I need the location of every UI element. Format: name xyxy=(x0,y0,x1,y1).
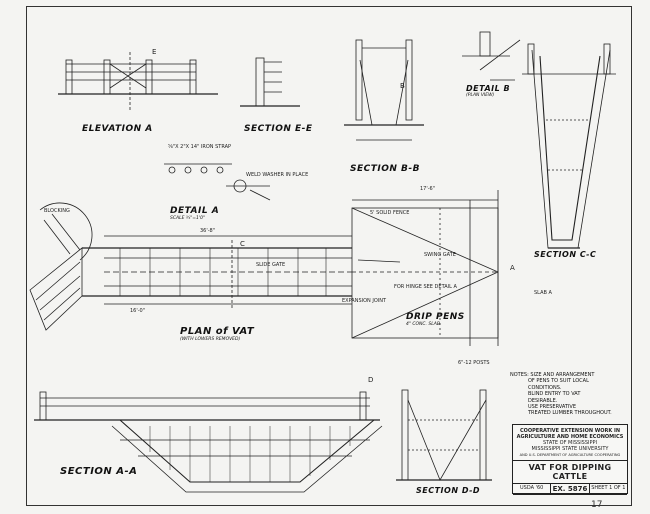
detail-a-title: DETAIL A SCALE ¾"=1'0" xyxy=(170,206,219,221)
section-c-c-title: SECTION C-C xyxy=(534,250,597,259)
title-block-line2: STATE OF MISSISSIPPI xyxy=(542,440,597,446)
drawing-sheet-border xyxy=(26,6,632,506)
detail-b-label: DETAIL B xyxy=(466,84,511,93)
note-line: NOTES: SIZE AND ARRANGEMENT xyxy=(510,372,595,378)
hinge-note: FOR HINGE SEE DETAIL A xyxy=(394,284,457,290)
dim-17-6: 17'-6" xyxy=(420,186,436,192)
section-a-a-title: SECTION A-A xyxy=(60,466,138,477)
drip-pens-title: DRIP PENS 4" CONC. SLAB xyxy=(406,312,465,327)
expansion-joint-note: EXPANSION JOINT xyxy=(342,298,387,304)
title-block-header: COOPERATIVE EXTENSION WORK IN xyxy=(519,428,621,434)
elevation-a-title: ELEVATION A xyxy=(82,124,153,134)
general-notes: NOTES: SIZE AND ARRANGEMENT OF PENS TO S… xyxy=(510,372,622,417)
plan-of-vat-label: PLAN of VAT xyxy=(180,326,255,337)
plan-of-vat-drawing xyxy=(29,190,499,346)
solid-fence-note: 5' SOLID FENCE xyxy=(370,210,410,216)
detail-b-drawing xyxy=(462,31,521,81)
title-block: COOPERATIVE EXTENSION WORK IN AGRICULTUR… xyxy=(512,424,628,495)
detail-a-drawing xyxy=(164,163,271,201)
section-c-c-drawing xyxy=(522,43,616,249)
posts-note: 6"-12 POSTS xyxy=(458,360,490,366)
iron-strap-note: ⅝"x 2"x 14" IRON STRAP xyxy=(168,144,232,150)
section-d-d-title: SECTION D-D xyxy=(416,486,481,495)
detail-a-label: DETAIL A xyxy=(170,206,220,216)
section-b-b-drawing xyxy=(344,39,424,141)
note-line: CONDITIONS. xyxy=(528,384,562,391)
detail-b-title: DETAIL B (PLAN VIEW) xyxy=(466,84,510,98)
page-number: 17 xyxy=(591,500,603,510)
note-line: DESIRABLE. xyxy=(528,397,558,404)
title-block-line3: MISSISSIPPI STATE UNIVERSITY xyxy=(531,446,609,452)
note-line: TREATED LUMBER THROUGHOUT. xyxy=(528,410,612,417)
section-e-e-drawing xyxy=(240,57,300,107)
ex-number: EX. 5876 xyxy=(551,484,590,494)
section-mark-d: D xyxy=(368,376,374,384)
blocking-note: BLOCKING xyxy=(44,208,70,214)
detail-a-scale: SCALE ¾"=1'0" xyxy=(170,216,206,221)
drawing-title: VAT FOR DIPPING CATTLE xyxy=(513,460,627,484)
title-block-line1: AGRICULTURE AND HOME ECONOMICS xyxy=(516,434,624,440)
elevation-a-drawing xyxy=(58,52,218,110)
note-line: USE PRESERVATIVE xyxy=(528,404,577,411)
note-line: OF PENS TO SUIT LOCAL xyxy=(528,378,589,385)
blocking-detail-drawing xyxy=(39,202,93,261)
weld-washer-note: WELD WASHER IN PLACE xyxy=(246,172,309,178)
section-mark-b: B xyxy=(400,82,405,90)
slab-a-note: SLAB A xyxy=(534,290,552,296)
dim-36-8: 36'-8" xyxy=(200,228,216,234)
title-block-line4: AND U.S. DEPARTMENT OF AGRICULTURE COOPE… xyxy=(519,453,621,457)
swing-gate-note: SWING GATE xyxy=(424,252,456,258)
drip-pens-subtitle: 4" CONC. SLAB xyxy=(406,322,440,327)
section-d-d-drawing xyxy=(396,389,492,481)
section-mark-e: E xyxy=(152,48,157,56)
usda-code: USDA '60 xyxy=(513,484,552,494)
slide-gate-note: SLIDE GATE xyxy=(256,262,286,268)
section-mark-c: C xyxy=(240,240,245,248)
section-a-a-drawing xyxy=(34,391,383,493)
title-block-row: USDA '60 EX. 5876 SHEET 1 OF 1 xyxy=(513,484,627,495)
plan-of-vat-title: PLAN of VAT (WITH LOWERS REMOVED) xyxy=(180,326,254,342)
drip-pens-label: DRIP PENS xyxy=(406,312,465,322)
sheet-number: SHEET 1 OF 1 xyxy=(591,485,626,491)
note-line: BLIND ENTRY TO VAT xyxy=(528,391,581,398)
section-mark-a: A xyxy=(510,264,515,272)
detail-b-subtitle: (PLAN VIEW) xyxy=(466,93,495,98)
section-b-b-title: SECTION B-B xyxy=(350,164,420,174)
section-e-e-title: SECTION E-E xyxy=(244,124,313,134)
plan-of-vat-subtitle: (WITH LOWERS REMOVED) xyxy=(180,337,241,342)
dim-16-0: 16'-0" xyxy=(130,308,146,314)
